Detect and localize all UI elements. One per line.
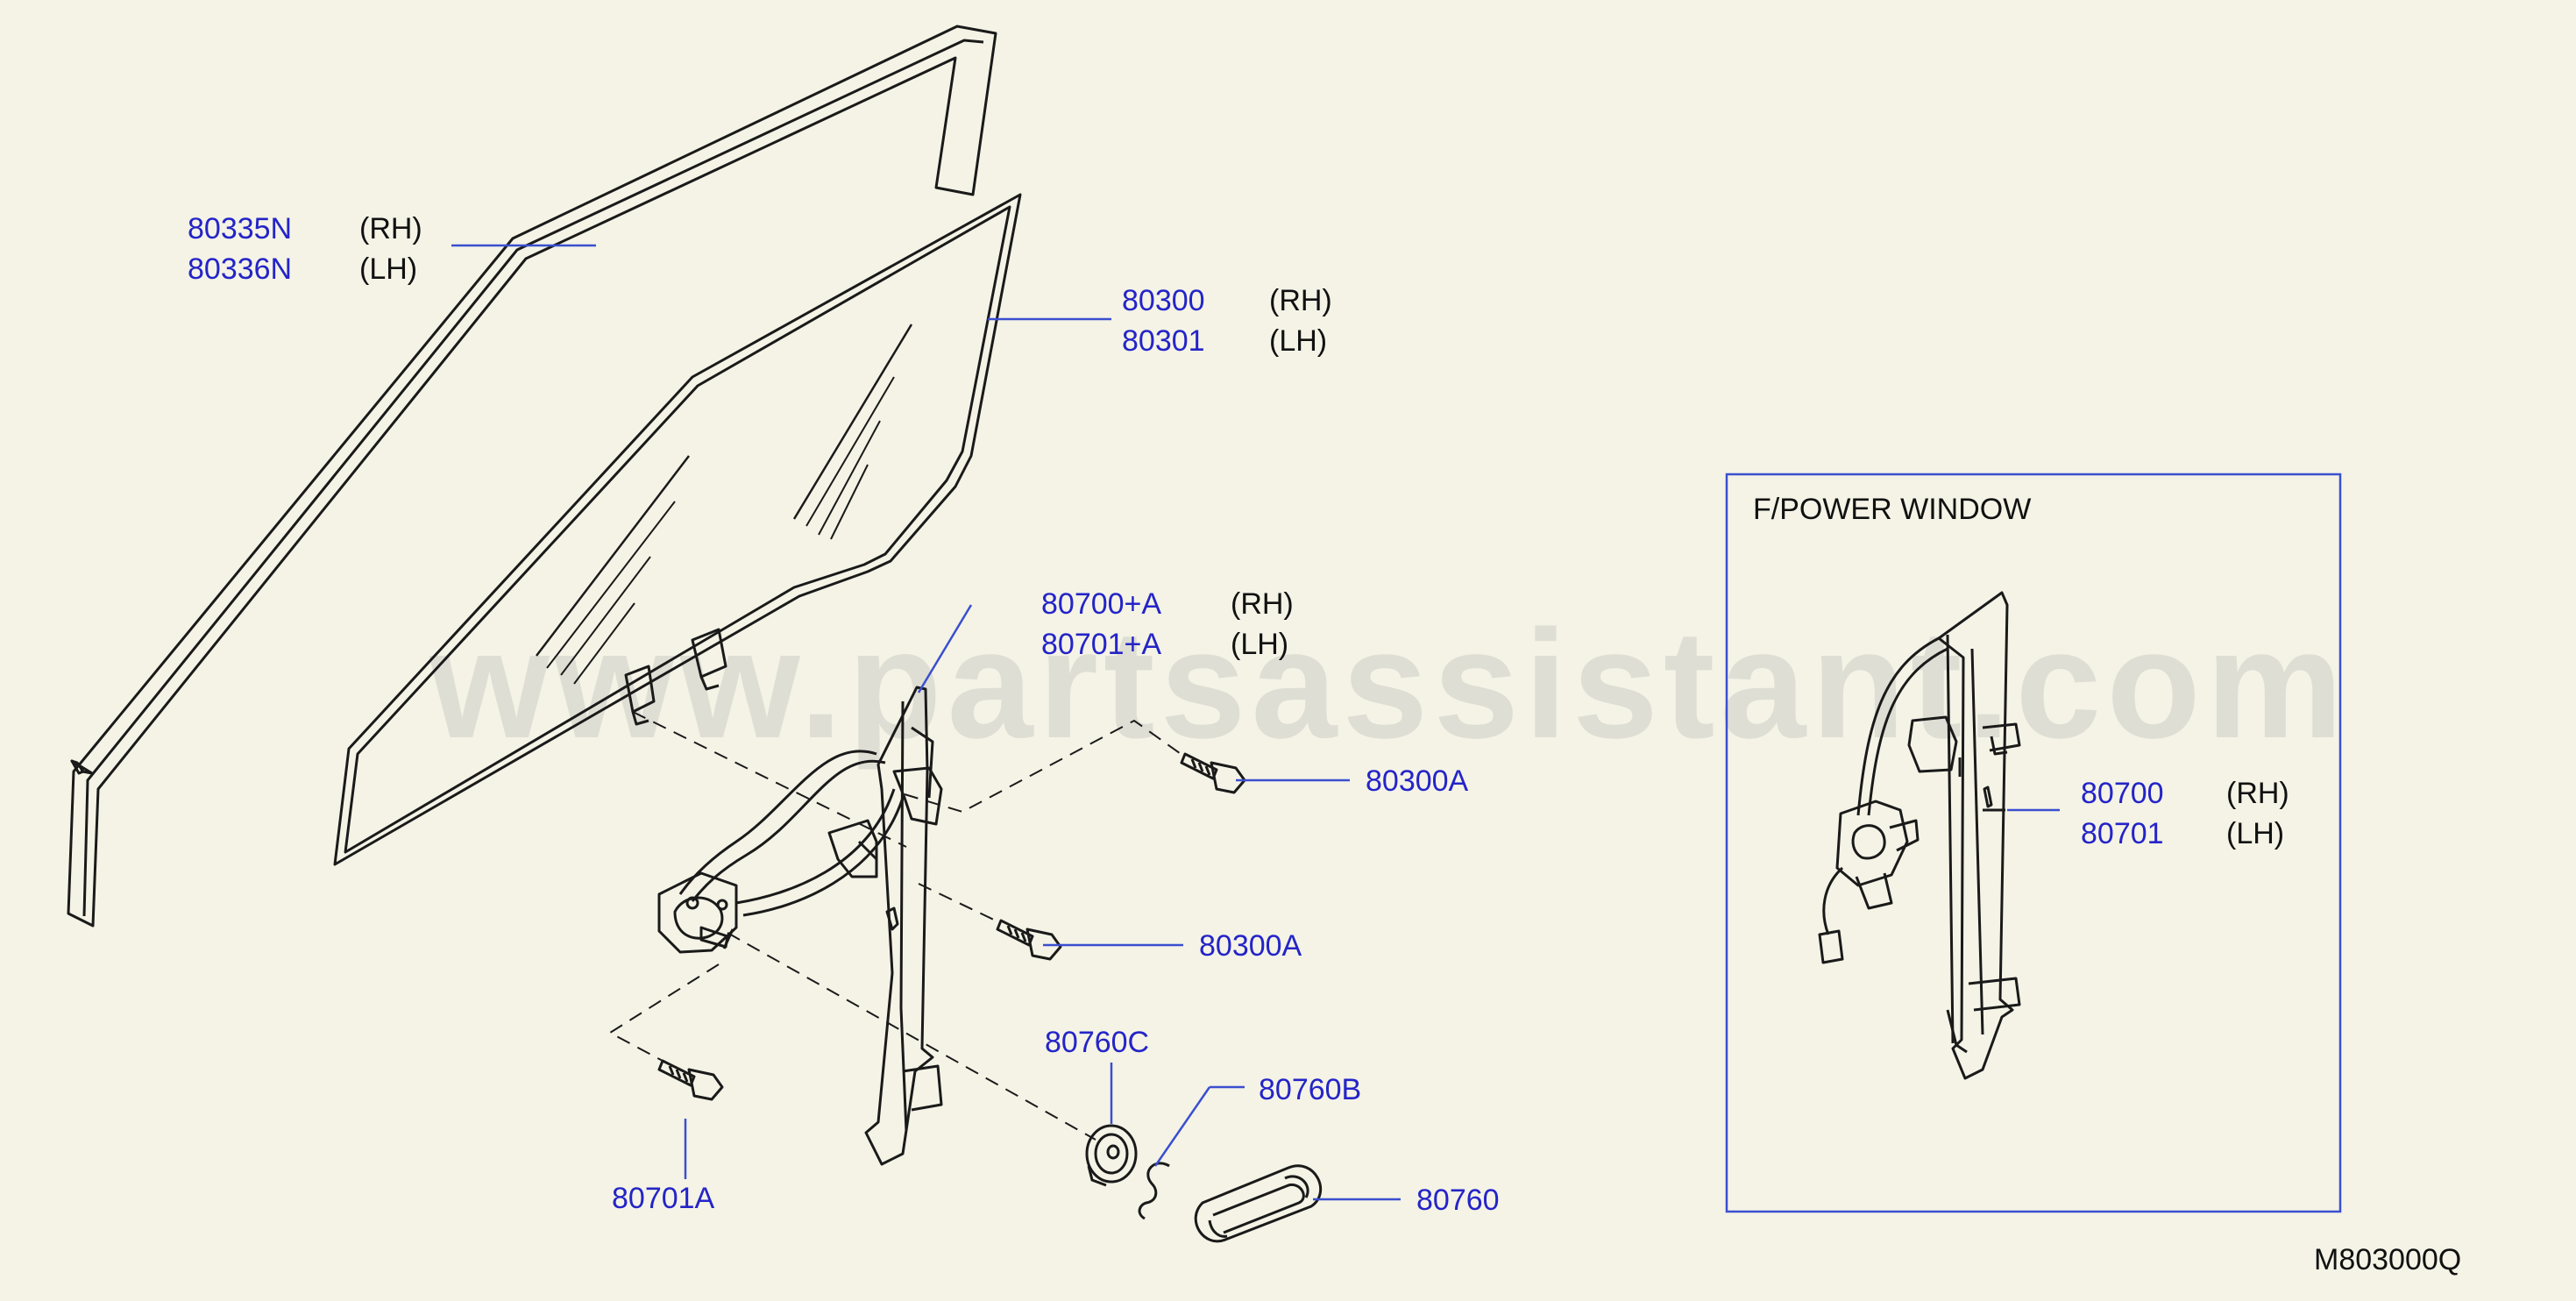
callout-glass-lh-part: 80301 [1122,324,1205,358]
callout-bolt-regulator: 80701A [612,1182,715,1215]
callout-glass-lh-side: (LH) [1269,324,1328,358]
callout-bolt-lower: 80300A [1199,929,1302,963]
door-glass [333,193,1022,866]
inset-title: F/POWER WINDOW [1753,493,2032,526]
callout-glass-rh-part: 80300 [1122,284,1205,317]
bolt-middle [996,919,1062,961]
callout-regulator-rh-side: (RH) [1231,587,1294,621]
callout-bolt-upper: 80300A [1366,764,1469,798]
callout-power-regulator-rh-part: 80700 [2081,777,2164,810]
bolt-upper [1180,752,1246,794]
callout-regulator-lh-side: (LH) [1231,628,1289,661]
power-regulator [1818,591,2021,1080]
power-window-inset-frame [1725,473,2342,1213]
callout-regulator-rh-part: 80700+A [1041,587,1162,621]
callout-moulding-rh-side: (RH) [359,212,422,245]
door-moulding [67,25,997,928]
callout-moulding-lh-part: 80336N [188,252,293,286]
handle-seat [1085,1124,1138,1187]
assembly-lines [608,711,1184,1141]
window-handle [1194,1164,1323,1243]
drawing-code: M803000Q [2314,1243,2462,1276]
handle-clip [1138,1162,1170,1220]
callout-seat: 80760C [1045,1026,1150,1059]
watermark: www.partsassistant.com [429,599,2349,771]
callout-glass-rh-side: (RH) [1269,284,1332,317]
callout-clip: 80760B [1259,1073,1362,1106]
callout-power-regulator-lh-part: 80701 [2081,817,2164,850]
bolt-lower [657,1059,724,1101]
callout-regulator-lh-part: 80701+A [1041,628,1162,661]
callout-power-regulator-rh-side: (RH) [2226,777,2289,810]
callout-handle: 80760 [1416,1184,1500,1217]
callout-moulding-rh-part: 80335N [188,212,293,245]
callout-power-regulator-lh-side: (LH) [2226,817,2285,850]
callout-moulding-lh-side: (LH) [359,252,418,286]
leader-lines [451,244,2060,1201]
manual-regulator [657,686,943,1166]
